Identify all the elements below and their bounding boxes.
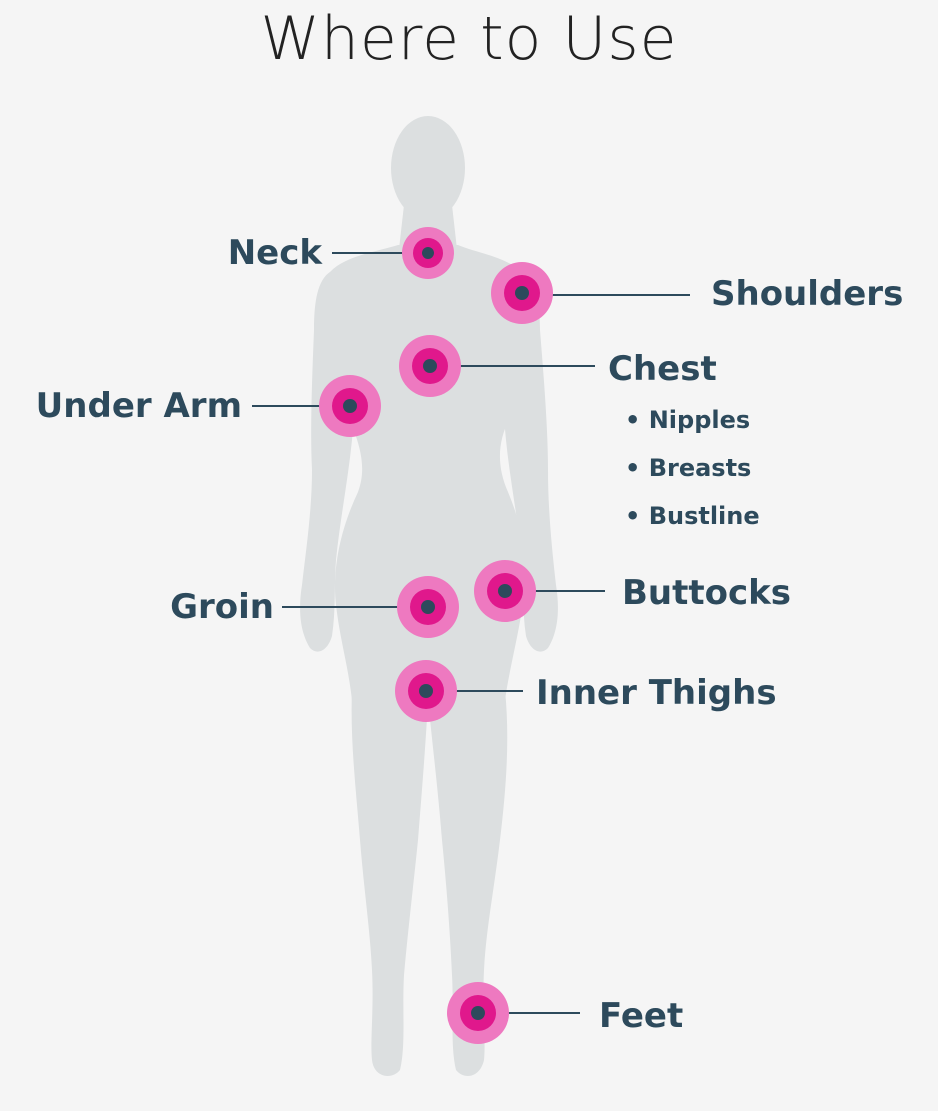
shoulders-marker bbox=[491, 262, 553, 324]
groin-marker bbox=[397, 576, 459, 638]
chest-sub-bustline: • Bustline bbox=[625, 502, 760, 530]
chest-sub-breasts: • Breasts bbox=[625, 454, 751, 482]
neck-marker bbox=[402, 227, 454, 279]
inner-thighs-label: Inner Thighs bbox=[536, 673, 777, 713]
neck-label: Neck bbox=[228, 233, 324, 273]
groin-label: Groin bbox=[170, 587, 274, 627]
chest-label: Chest bbox=[608, 349, 717, 389]
feet-label: Feet bbox=[599, 996, 683, 1036]
chest-marker bbox=[399, 335, 461, 397]
under-arm-marker bbox=[319, 375, 381, 437]
under-arm-label: Under Arm bbox=[36, 386, 242, 426]
page-title: Where to Use bbox=[260, 4, 678, 74]
chest-sub-nipples: • Nipples bbox=[625, 406, 750, 434]
inner-thighs-marker bbox=[395, 660, 457, 722]
shoulders-label: Shoulders bbox=[711, 274, 903, 314]
buttocks-label: Buttocks bbox=[622, 573, 791, 613]
feet-marker bbox=[447, 982, 509, 1044]
buttocks-marker bbox=[474, 560, 536, 622]
